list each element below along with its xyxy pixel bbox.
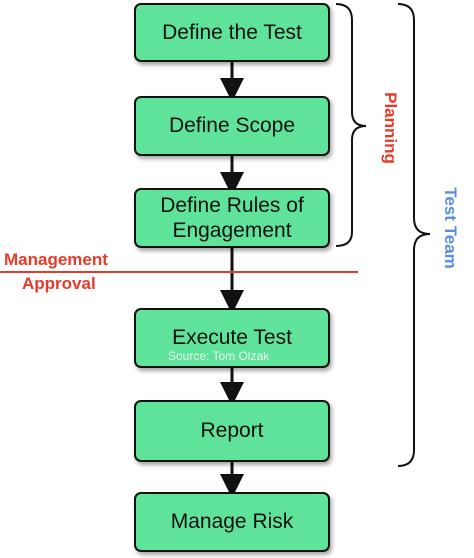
approval-label: Approval bbox=[22, 274, 96, 293]
step-define-scope: Define Scope bbox=[134, 96, 330, 156]
test-team-label: Test Team bbox=[441, 187, 460, 269]
watermark: Source: Tom Olzak bbox=[168, 349, 270, 363]
step-execute-test: Execute Test bbox=[134, 308, 330, 368]
step-define-rules-of-engagement: Define Rules of Engagement bbox=[134, 188, 330, 248]
test-team-bracket bbox=[397, 3, 431, 467]
step-report: Report bbox=[134, 400, 330, 462]
planning-label: Planning bbox=[381, 92, 400, 164]
management-label: Management bbox=[4, 250, 108, 269]
step-manage-risk: Manage Risk bbox=[134, 492, 330, 552]
step-define-the-test: Define the Test bbox=[134, 3, 330, 62]
planning-bracket bbox=[335, 3, 367, 247]
